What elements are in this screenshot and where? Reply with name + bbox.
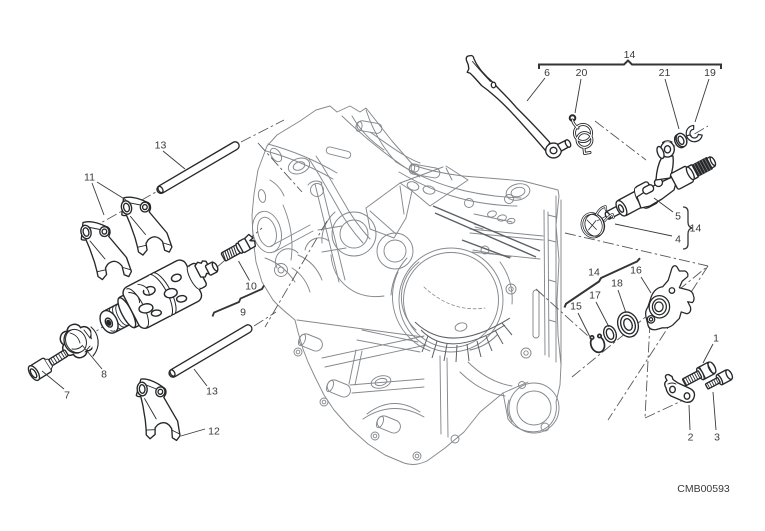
svg-text:8: 8 <box>101 369 107 381</box>
svg-text:6: 6 <box>544 67 550 79</box>
svg-text:12: 12 <box>208 426 220 438</box>
svg-text:21: 21 <box>659 67 671 79</box>
svg-text:15: 15 <box>570 301 582 313</box>
svg-text:13: 13 <box>206 386 218 398</box>
svg-text:1: 1 <box>713 333 719 345</box>
svg-text:4: 4 <box>675 234 681 246</box>
svg-text:19: 19 <box>704 67 716 79</box>
svg-text:17: 17 <box>589 290 601 302</box>
svg-text:CMB00593: CMB00593 <box>677 483 730 495</box>
svg-text:14: 14 <box>690 223 702 235</box>
svg-text:2: 2 <box>688 432 694 444</box>
svg-text:10: 10 <box>245 281 257 293</box>
svg-text:20: 20 <box>576 67 588 79</box>
svg-text:11: 11 <box>84 172 95 184</box>
svg-text:14: 14 <box>624 49 636 61</box>
svg-text:16: 16 <box>630 265 642 277</box>
svg-text:3: 3 <box>714 432 720 444</box>
svg-text:18: 18 <box>611 278 623 290</box>
svg-text:5: 5 <box>675 211 681 223</box>
svg-text:7: 7 <box>64 390 70 402</box>
svg-text:9: 9 <box>240 307 246 319</box>
svg-text:14: 14 <box>588 267 600 279</box>
svg-text:13: 13 <box>155 140 167 152</box>
